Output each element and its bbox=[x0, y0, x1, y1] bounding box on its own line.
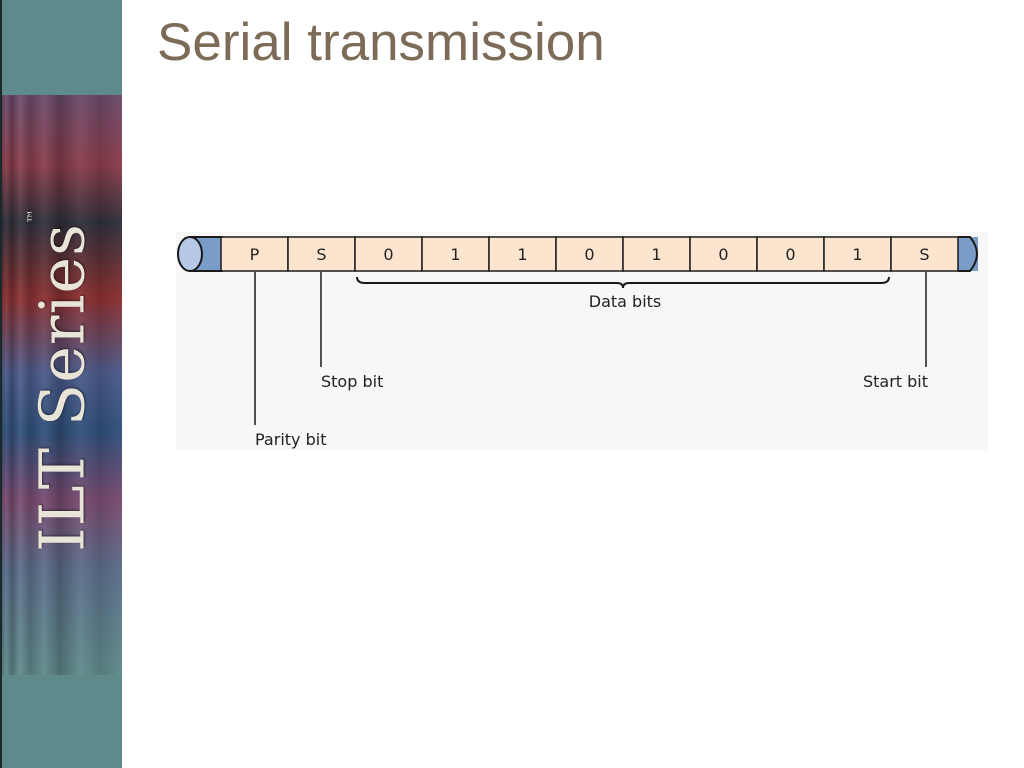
slide-title: Serial transmission bbox=[157, 13, 605, 72]
serial-transmission-diagram: P S 0 1 1 0 1 0 0 1 S Data bits Stop bit Start bit… bbox=[177, 236, 978, 449]
bit-value: S bbox=[316, 245, 326, 264]
right-end-curve bbox=[958, 236, 978, 272]
left-end-ellipse bbox=[177, 236, 203, 272]
ilt-series-logo: ILT Series™ bbox=[26, 208, 99, 552]
bit-value: 1 bbox=[450, 245, 460, 264]
stop-bit-label: Stop bit bbox=[321, 372, 383, 391]
bit-cell bbox=[823, 236, 892, 272]
bit-cell bbox=[890, 236, 959, 272]
bit-value: 1 bbox=[651, 245, 661, 264]
bit-value: 0 bbox=[383, 245, 393, 264]
bit-value: 0 bbox=[584, 245, 594, 264]
parity-bit-label: Parity bit bbox=[255, 430, 326, 449]
bit-value: 1 bbox=[517, 245, 527, 264]
sidebar-edge bbox=[0, 0, 2, 768]
sidebar-banner: ILT Series™ bbox=[0, 0, 122, 768]
data-bits-brace bbox=[356, 276, 890, 289]
bit-cell bbox=[622, 236, 691, 272]
logo-trademark: ™ bbox=[25, 208, 42, 224]
bit-cell bbox=[756, 236, 825, 272]
bit-cell bbox=[555, 236, 624, 272]
data-bits-label: Data bits bbox=[589, 292, 662, 311]
start-bit-label: Start bit bbox=[863, 372, 928, 391]
bit-value: 0 bbox=[718, 245, 728, 264]
sidebar-artwork bbox=[0, 95, 122, 675]
bit-cell bbox=[488, 236, 557, 272]
bit-cell bbox=[287, 236, 356, 272]
bit-value: 1 bbox=[852, 245, 862, 264]
logo-text: ILT Series bbox=[25, 223, 99, 552]
bit-cell bbox=[354, 236, 423, 272]
bit-value: P bbox=[250, 245, 260, 264]
bit-cell bbox=[421, 236, 490, 272]
diagram-panel: P S 0 1 1 0 1 0 0 1 S Data bits Stop bit Start bit… bbox=[176, 232, 988, 450]
bit-cells: P S 0 1 1 0 1 0 0 1 S bbox=[220, 236, 959, 272]
bit-value: 0 bbox=[785, 245, 795, 264]
bit-value: S bbox=[919, 245, 929, 264]
